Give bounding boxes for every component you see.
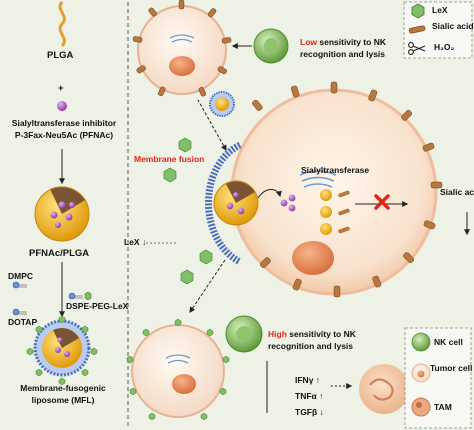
pfnac-plga-nanoparticle <box>34 186 90 242</box>
sialyltransferase-label: Sialyltransferase <box>301 165 370 175</box>
sialic-acid-side-label: Sialic acid <box>440 187 474 197</box>
plga-label: PLGA <box>47 50 74 61</box>
mfl-label-2: liposome (MFL) <box>31 395 95 405</box>
plga-strand-icon <box>58 1 66 48</box>
scissors-icon <box>408 42 426 55</box>
lex-hexagon-icon <box>411 3 425 19</box>
dotap-label: DOTAP <box>8 317 38 327</box>
tnf-alpha-label: TNFα ↑ <box>295 391 324 401</box>
top-cell-sialic-acids <box>132 0 232 97</box>
membrane-fusion-label: Membrane fusion <box>134 154 205 164</box>
nk-cell-bottom <box>225 315 263 353</box>
inhibitor-label-1: Sialyltransferase inhibitor <box>11 118 117 128</box>
low-sensitivity-label-1: Low sensitivity to NK <box>300 37 386 47</box>
mfl-lex-ring <box>26 315 98 386</box>
inhibitor-label-2: P-3Fax-Neu5Ac (PFNAc) <box>14 130 114 140</box>
high-sensitivity-label-1: High sensitivity to NK <box>268 329 356 339</box>
tumor-cell-bottom <box>131 324 225 418</box>
fusion-membrane <box>205 141 242 266</box>
legend-nk-cell-label: NK cell <box>434 337 463 347</box>
bottom-cell-lex <box>126 318 230 421</box>
tam-legend-icon <box>411 397 431 417</box>
dmpc-label: DMPC <box>8 271 34 281</box>
small-liposome-top <box>209 91 235 117</box>
legend-h2o2-label: H₂O₂ <box>434 42 455 52</box>
tumor-cell-legend-icon <box>411 363 431 383</box>
tgf-beta-label: TGFβ ↓ <box>295 407 324 417</box>
sialyltransferase-enzymes <box>320 189 350 235</box>
ifn-gamma-label: IFNγ ↑ <box>295 375 321 385</box>
legend-tam-label: TAM <box>434 402 452 412</box>
big-cell-sialic-acids <box>252 81 443 298</box>
pfnac-plga-label: PFNAc/PLGA <box>29 248 90 259</box>
plus-sign: + <box>58 83 64 94</box>
high-sensitivity-label-2: recognition and lysis <box>268 341 354 351</box>
inhibitor-sphere-icon <box>57 101 67 111</box>
legend-sialic-label: Sialic acid <box>432 21 474 31</box>
nk-cell-top <box>253 28 289 64</box>
released-lex <box>163 137 213 285</box>
tumor-cell-top <box>137 5 227 95</box>
fused-nanoparticle <box>213 180 259 226</box>
tumor-mass <box>359 364 409 414</box>
legend-lex-label: LeX <box>432 5 448 15</box>
sialic-acid-icon <box>408 25 426 34</box>
dspe-peg-lex-label: DSPE-PEG-LeX <box>66 301 129 311</box>
mfl-label-1: Membrane-fusogenic <box>20 383 106 393</box>
mfl-liposome <box>33 319 91 377</box>
lex-arrow-label: LeX ↓ <box>124 237 147 247</box>
blocked-x-icon <box>374 194 390 210</box>
legend-tumor-cell-label: Tumor cell <box>430 363 473 373</box>
low-sensitivity-label-2: recognition and lysis <box>300 49 386 59</box>
nk-cell-legend-icon <box>411 332 431 352</box>
